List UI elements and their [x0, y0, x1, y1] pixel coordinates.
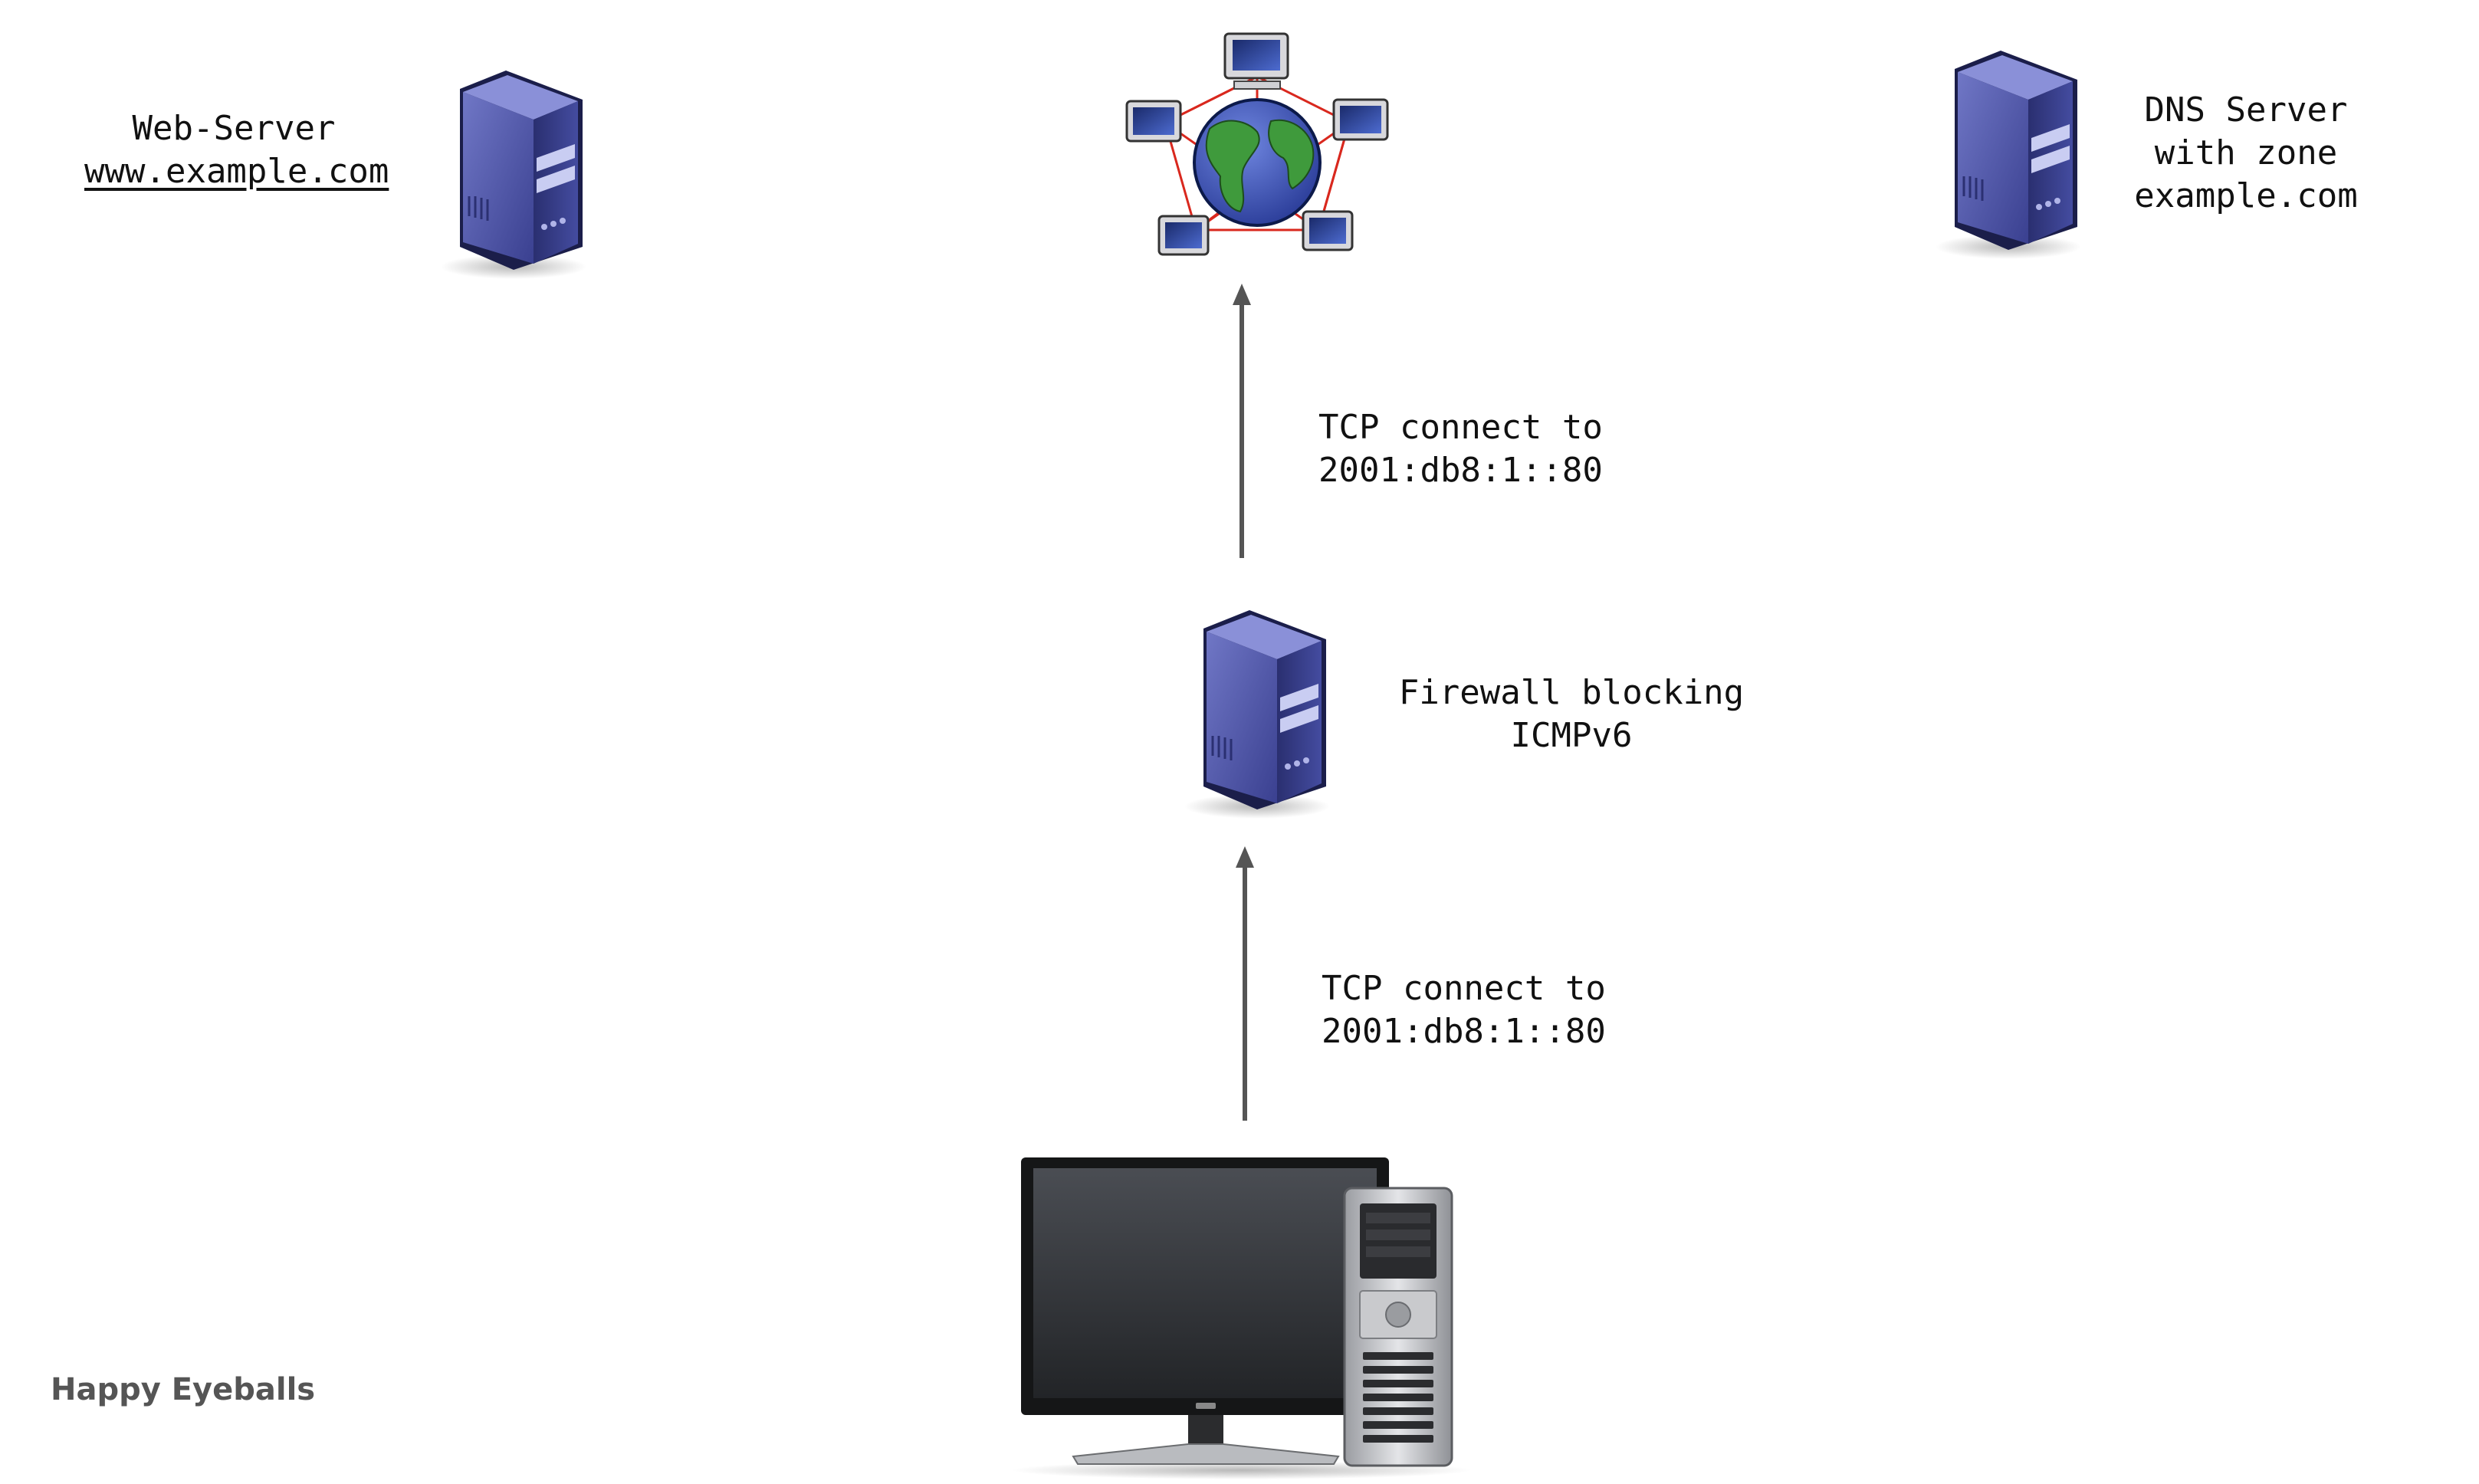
- lower-connection-arrow: [1236, 846, 1254, 1121]
- upper-connection-label-line2: 2001:db8:1::80: [1318, 451, 1603, 490]
- web-server-title: Web-Server: [132, 109, 336, 148]
- desktop-computer-icon: [1012, 1157, 1472, 1479]
- firewall-label-line1: Firewall blocking: [1398, 673, 1745, 712]
- lower-connection-label-line2: 2001:db8:1::80: [1322, 1012, 1606, 1051]
- dns-server-label-line1: DNS Server: [2144, 90, 2348, 130]
- firewall-server-icon: [1184, 610, 1330, 819]
- web-server-icon: [441, 71, 586, 279]
- upper-connection-arrow: [1233, 284, 1251, 558]
- upper-connection-label-line1: TCP connect to: [1318, 408, 1603, 447]
- internet-globe-icon: [1125, 32, 1389, 256]
- dns-server-label-line3: example.com: [2134, 176, 2358, 215]
- lower-connection-label-line1: TCP connect to: [1322, 969, 1606, 1008]
- dns-server-label-line2: with zone: [2154, 133, 2338, 172]
- web-server-hostname: www.example.com: [84, 152, 389, 191]
- dns-server-icon: [1936, 51, 2081, 259]
- diagram-caption: Happy Eyeballs: [51, 1372, 316, 1407]
- firewall-label-line2: ICMPv6: [1510, 716, 1633, 755]
